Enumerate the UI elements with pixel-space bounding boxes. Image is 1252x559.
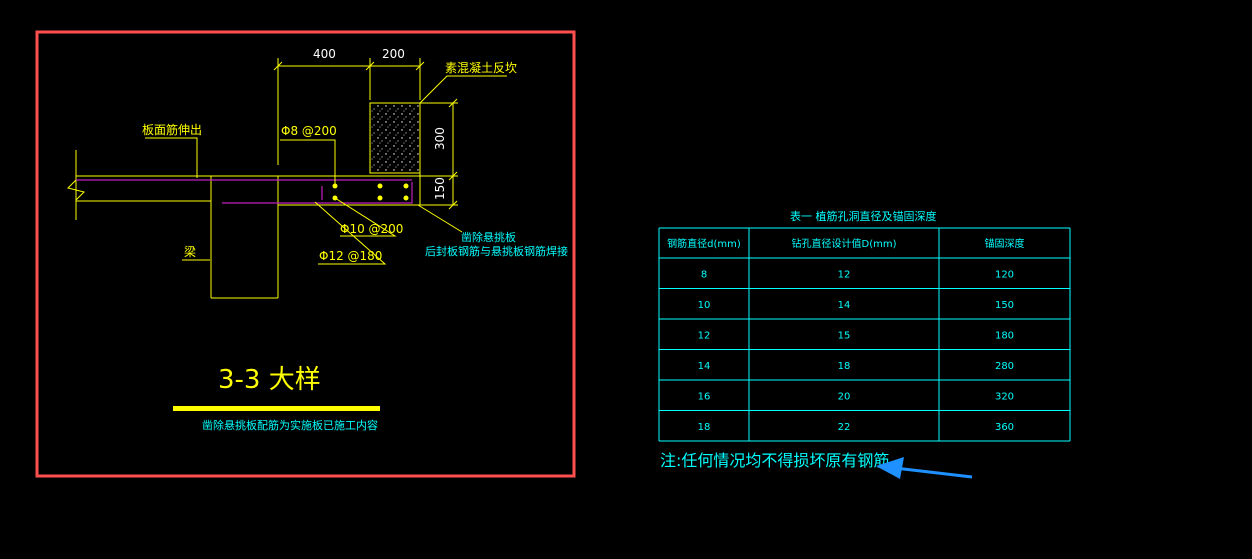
dim-400: 400 — [313, 47, 336, 61]
table-caption: 表一 植筋孔洞直径及锚固深度 — [790, 209, 937, 223]
table-cell: 14 — [698, 361, 711, 372]
dim-300: 300 — [433, 127, 447, 150]
table-header-cell: 锚固深度 — [985, 237, 1025, 250]
leader-lines — [145, 75, 507, 265]
label-remove-line2: 后封板钢筋与悬挑板钢筋焊接 — [425, 244, 568, 258]
structure-outline — [67, 150, 421, 299]
table-cell: 320 — [995, 391, 1014, 402]
table-cell: 22 — [838, 422, 851, 433]
detail-title: 3-3 大样 — [218, 365, 321, 395]
table-cell: 12 — [838, 269, 851, 280]
table-cell: 14 — [838, 300, 851, 311]
table-cell: 12 — [698, 330, 711, 341]
table-cell: 18 — [838, 361, 851, 372]
table-cell: 10 — [698, 300, 711, 311]
table-cell: 20 — [838, 391, 851, 402]
table-header-cell: 钢筋直径d(mm) — [667, 237, 741, 250]
table-cells: 钢筋直径d(mm) 钻孔直径设计值D(mm) 锚固深度 8 12 120 10 14 150 12… — [667, 237, 1024, 433]
title-underline — [173, 406, 380, 411]
table-cell: 150 — [995, 300, 1014, 311]
label-rebar-bot: Φ12 @180 — [319, 249, 382, 263]
table-header-cell: 钻孔直径设计值D(mm) — [792, 237, 897, 250]
dimension-lines — [273, 58, 458, 210]
dim-200: 200 — [382, 47, 405, 61]
label-concrete-curb: 素混凝土反坎 — [445, 60, 517, 75]
table-cell: 120 — [995, 269, 1014, 280]
table-cell: 360 — [995, 422, 1014, 433]
annotation-arrow — [876, 457, 973, 479]
label-remove-line1: 凿除悬挑板 — [461, 230, 516, 244]
dim-150: 150 — [433, 177, 447, 200]
rebar-dots — [332, 183, 409, 201]
table-cell: 8 — [701, 269, 707, 280]
table-cell: 18 — [698, 422, 711, 433]
table-cell: 16 — [698, 391, 711, 402]
table-grid — [658, 227, 1071, 442]
rebar-lines — [76, 179, 413, 204]
highlight-frame — [35, 30, 576, 478]
table-cell: 15 — [838, 330, 851, 341]
label-beam: 梁 — [184, 244, 196, 259]
label-rebar-mid: Φ10 @200 — [340, 222, 403, 236]
table-cell: 180 — [995, 330, 1014, 341]
table-note: 注:任何情况均不得损坏原有钢筋。 — [660, 451, 905, 470]
label-rebar-top: Φ8 @200 — [281, 124, 337, 138]
label-slab-rebar: 板面筋伸出 — [142, 122, 202, 137]
concrete-curb — [369, 102, 421, 174]
table-cell: 280 — [995, 361, 1014, 372]
detail-note: 凿除悬挑板配筋为实施板已施工内容 — [202, 418, 378, 432]
